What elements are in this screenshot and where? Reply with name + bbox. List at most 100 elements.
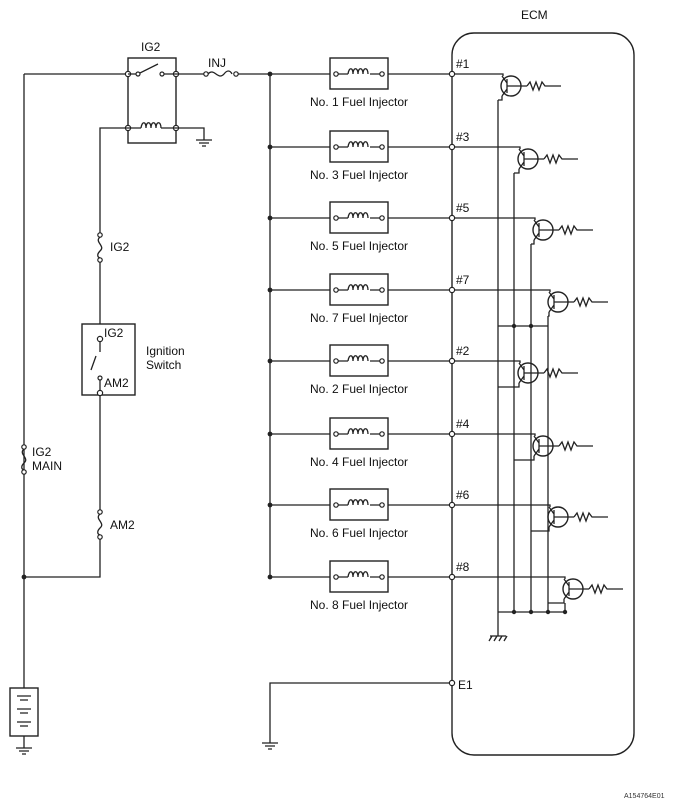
- fuse-terminal: [97, 232, 103, 238]
- e1-ground-wire: [269, 682, 452, 743]
- fuse-terminal: [97, 257, 103, 263]
- relay-contact-point: [159, 71, 165, 77]
- fuse-terminal: [21, 444, 27, 450]
- injector-terminal: [333, 431, 339, 437]
- injector-row: No. 8 Fuel Injector#8: [267, 560, 623, 612]
- injector-terminal: [333, 144, 339, 150]
- injector-terminal: [379, 502, 385, 508]
- relay-ground-wire: [176, 127, 205, 140]
- transistor-leads: [501, 75, 527, 97]
- transistor-leads: [533, 435, 559, 457]
- switch-terminal-top-label: IG2: [104, 326, 124, 340]
- junction-dot: [21, 574, 27, 580]
- transistor-emitter-wire: [498, 383, 520, 388]
- injector-row: No. 4 Fuel Injector #4: [267, 417, 593, 469]
- injector-coil-icon: [347, 68, 369, 75]
- ig2-fuse-icon: [97, 236, 103, 259]
- ecm-label: ECM: [521, 8, 548, 22]
- relay-contact-point: [135, 71, 141, 77]
- junction-dot: [267, 358, 273, 364]
- injector-coil-icon: [347, 428, 369, 435]
- injector-terminal: [333, 358, 339, 364]
- e1-pin-label: E1: [458, 678, 473, 692]
- junction-dot: [267, 215, 273, 221]
- injector-label: No. 4 Fuel Injector: [310, 455, 408, 469]
- transistor-leads: [563, 578, 589, 600]
- ignition-switch-label-line2: Switch: [146, 358, 181, 372]
- ecm-box: [451, 32, 635, 756]
- ecm-internal-wire: [454, 146, 521, 149]
- junction-dot: [267, 287, 273, 293]
- ecm-internal-wire: [454, 217, 536, 220]
- ecm-pin-label: #4: [456, 417, 470, 431]
- injector-coil-icon: [347, 499, 369, 506]
- ecm-pin-label: #8: [456, 560, 470, 574]
- ecm-internal-wire: [454, 360, 521, 363]
- injector-coil-icon: [347, 212, 369, 219]
- transistor-leads: [548, 506, 574, 528]
- ignition-switch-box: [81, 323, 136, 396]
- injector-label: No. 3 Fuel Injector: [310, 168, 408, 182]
- injector-terminal: [379, 574, 385, 580]
- injector-terminal: [379, 71, 385, 77]
- injector-row: No. 1 Fuel Injector#1: [270, 57, 561, 109]
- transistor-emitter-wire: [531, 240, 535, 245]
- ecm-internal-wire: [454, 576, 566, 579]
- ecm-internal-wire: [454, 289, 551, 292]
- base-resistor-icon: [573, 511, 608, 523]
- ecm-pin-label: #3: [456, 130, 470, 144]
- fuse-terminal: [97, 534, 103, 540]
- ground-icon: [16, 747, 32, 755]
- base-resistor-icon: [588, 583, 623, 595]
- injector-coil-icon: [347, 284, 369, 291]
- injector-terminal: [379, 358, 385, 364]
- inj-fuse-label: INJ: [208, 56, 226, 70]
- ig2-main-fuse-label-line2: MAIN: [32, 459, 62, 473]
- base-resistor-icon: [543, 153, 578, 165]
- injector-terminal: [333, 574, 339, 580]
- ecm-pin: [448, 286, 456, 294]
- transistor-emitter-wire: [531, 527, 550, 532]
- relay-coil-icon: [140, 122, 162, 129]
- ecm-pin: [448, 501, 456, 509]
- transistor-leads: [533, 219, 559, 241]
- ecm-pin-label: #2: [456, 344, 470, 358]
- fuse-terminal: [233, 71, 239, 77]
- injector-rows: No. 1 Fuel Injector#1No. 3 Fuel Injector…: [267, 57, 623, 612]
- am2-fuse-icon: [97, 513, 103, 536]
- injector-coil-icon: [347, 571, 369, 578]
- junction-dot: [528, 609, 534, 615]
- injector-row: No. 5 Fuel Injector#5: [267, 201, 593, 253]
- inj-fuse-icon: [207, 70, 233, 77]
- junction-dot: [545, 609, 551, 615]
- junction-dot: [267, 431, 273, 437]
- transistor-leads: [518, 362, 544, 384]
- injector-row: No. 2 Fuel Injector#2: [267, 344, 578, 396]
- ecm-pin-e1: [448, 679, 456, 687]
- switch-terminal-am2: [96, 389, 104, 397]
- ecm-pin-label: #5: [456, 201, 470, 215]
- ecm-pin: [448, 70, 456, 78]
- switch-contact-point: [97, 375, 103, 381]
- battery-icon: [17, 695, 31, 727]
- injector-row: No. 6 Fuel Injector #6: [267, 488, 608, 540]
- injector-row: No. 3 Fuel Injector #3: [267, 130, 578, 182]
- ig2-main-fuse-icon: [21, 448, 27, 471]
- junction-dot: [267, 574, 273, 580]
- injector-label: No. 1 Fuel Injector: [310, 95, 408, 109]
- ig2-fuse-label: IG2: [110, 240, 130, 254]
- base-resistor-icon: [573, 296, 608, 308]
- fuse-terminal: [21, 469, 27, 475]
- injector-label: No. 6 Fuel Injector: [310, 526, 408, 540]
- base-resistor-icon: [558, 224, 593, 236]
- fuse-terminal: [97, 509, 103, 515]
- transistor-emitter-wire: [548, 599, 565, 604]
- junction-dot: [267, 144, 273, 150]
- injector-terminal: [333, 71, 339, 77]
- junction-dot: [511, 609, 517, 615]
- injector-terminal: [379, 431, 385, 437]
- ignition-switch-label-line1: Ignition: [146, 344, 185, 358]
- ecm-pin-label: #6: [456, 488, 470, 502]
- injector-terminal: [333, 502, 339, 508]
